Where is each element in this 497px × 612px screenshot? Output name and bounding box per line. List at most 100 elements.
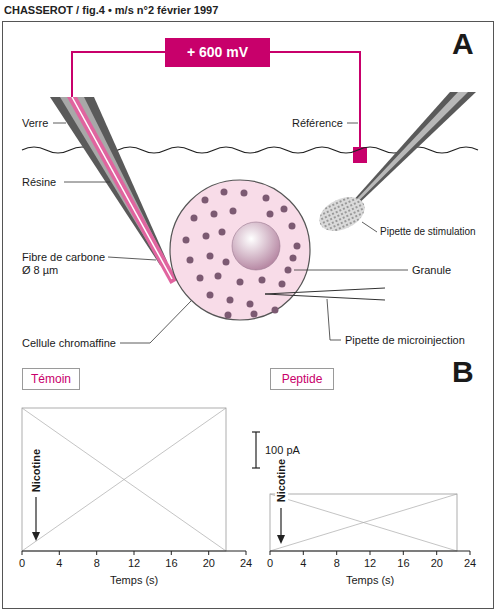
condition-box: Peptide xyxy=(270,368,334,390)
axis-tick-mark xyxy=(470,551,471,555)
axis-tick-mark xyxy=(436,551,437,555)
panel-letter: A xyxy=(452,26,474,62)
axis-tick-mark xyxy=(208,551,209,555)
axis-tick: 8 xyxy=(94,557,100,570)
granule xyxy=(259,277,266,284)
scale-bar xyxy=(255,432,256,468)
stimulus-marker: Nicotine xyxy=(30,446,43,493)
leader-line xyxy=(108,257,156,260)
trace-placeholder xyxy=(22,408,226,551)
scale-label: 100 pA xyxy=(265,444,300,457)
box-text: Témoin xyxy=(31,372,71,386)
part-label: Cellule chromaffine xyxy=(22,337,116,350)
granule xyxy=(227,297,234,304)
leader-line xyxy=(53,123,66,124)
leader-line xyxy=(294,270,408,271)
part-label: Fibre de carbone Ø 8 µm xyxy=(22,251,112,277)
leader-line xyxy=(120,301,191,343)
chromaffin-cell xyxy=(170,180,310,320)
granule xyxy=(290,255,297,262)
axis-tick: 20 xyxy=(431,557,443,570)
microinjection-pipette xyxy=(265,294,385,300)
granule xyxy=(197,275,204,282)
part-label: Pipette de microinjection xyxy=(345,334,465,347)
granule xyxy=(289,223,296,230)
axis-tick: 0 xyxy=(19,557,25,570)
axis-tick: 24 xyxy=(240,557,252,570)
granule xyxy=(219,229,226,236)
axis-tick-mark xyxy=(171,551,172,555)
leader-line xyxy=(362,222,377,232)
reference-wire xyxy=(270,52,360,148)
stimulation-pipette xyxy=(353,92,476,205)
part-label: Référence xyxy=(292,117,343,130)
part-label: Résine xyxy=(22,176,56,189)
placeholder-cross xyxy=(22,408,226,551)
axis-tick: 16 xyxy=(397,557,409,570)
granule xyxy=(237,279,244,286)
granule xyxy=(221,189,228,196)
axis-tick-mark xyxy=(370,551,371,555)
granule xyxy=(281,206,288,213)
axis-tick-mark xyxy=(303,551,304,555)
nicotine-arrowhead xyxy=(277,535,285,544)
axis-tick-mark xyxy=(336,551,337,555)
granule xyxy=(294,243,301,250)
leader-line xyxy=(347,123,358,124)
granule xyxy=(202,197,209,204)
axis-title: Temps (s) xyxy=(110,574,158,587)
scale-bar-cap xyxy=(252,467,260,468)
nicotine-arrow xyxy=(280,508,281,536)
figure-frame xyxy=(3,22,494,609)
granule xyxy=(230,208,237,215)
axis-tick-mark xyxy=(96,551,97,555)
axis-tick: 8 xyxy=(334,557,340,570)
granule xyxy=(207,253,214,260)
part-label: Granule xyxy=(412,264,451,277)
placeholder-cross xyxy=(270,494,457,551)
stimulant-puff xyxy=(314,190,370,237)
placeholder-cross xyxy=(270,494,457,551)
granule xyxy=(263,195,270,202)
axis-tick-mark xyxy=(22,551,23,555)
granule xyxy=(267,211,274,218)
figure-header: CHASSEROT / fig.4 • m/s n°2 février 1997 xyxy=(4,4,218,17)
granule xyxy=(215,273,222,280)
axis-tick: 20 xyxy=(203,557,215,570)
axis-tick: 0 xyxy=(267,557,273,570)
condition-box: Témoin xyxy=(22,368,80,390)
axis-title: Temps (s) xyxy=(346,574,394,587)
part-label: Pipette de stimulation xyxy=(380,226,476,238)
granule xyxy=(207,292,214,299)
granule xyxy=(183,237,190,244)
axis-tick-mark xyxy=(246,551,247,555)
granule xyxy=(191,215,198,222)
scale-bar-cap xyxy=(252,431,260,432)
granule xyxy=(251,311,258,318)
granule xyxy=(247,301,254,308)
axis-tick-mark xyxy=(134,551,135,555)
granules xyxy=(183,189,301,319)
axis-tick: 24 xyxy=(464,557,476,570)
axis-tick-mark xyxy=(403,551,404,555)
box-text: + 600 mV xyxy=(187,44,248,61)
panel-letter: B xyxy=(452,354,474,390)
axis-tick-mark xyxy=(270,551,271,555)
granule xyxy=(279,281,286,288)
cell-nucleus xyxy=(232,222,280,270)
axis-tick: 16 xyxy=(165,557,177,570)
axis-tick: 4 xyxy=(56,557,62,570)
axis-tick-mark xyxy=(59,551,60,555)
axis-tick: 12 xyxy=(128,557,140,570)
leader-line xyxy=(327,299,341,340)
granule xyxy=(211,211,218,218)
granule xyxy=(272,307,279,314)
box-text: Peptide xyxy=(282,372,323,386)
granule xyxy=(223,259,230,266)
nicotine-arrowhead xyxy=(32,532,40,541)
leader-line xyxy=(64,182,110,183)
voltage-box: + 600 mV xyxy=(165,38,270,67)
granule xyxy=(225,312,232,319)
